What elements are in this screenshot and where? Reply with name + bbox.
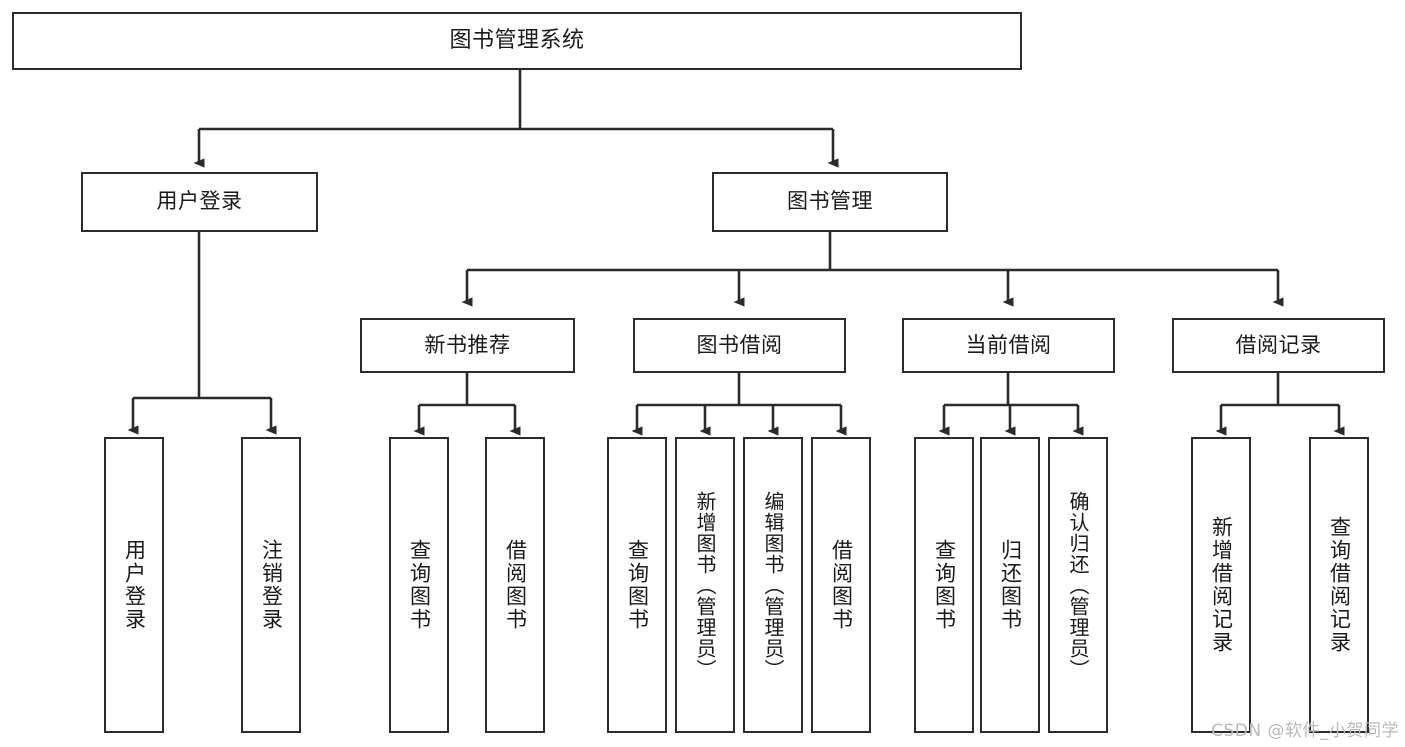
leaf-book-borrow-query[interactable]: 查询图书 [607, 437, 667, 733]
node-borrow-record[interactable]: 借阅记录 [1172, 318, 1385, 373]
leaf-book-borrow-add-admin[interactable]: 新增图书（管理员） [675, 437, 735, 733]
leaf-borrow-record-add[interactable]: 新增借阅记录 [1191, 437, 1251, 733]
leaf-current-borrow-confirm-admin[interactable]: 确认归还（管理员） [1048, 437, 1108, 733]
node-label: 新增图书（管理员） [693, 490, 717, 680]
node-label: 新增借阅记录 [1209, 516, 1234, 654]
node-root-system[interactable]: 图书管理系统 [12, 12, 1022, 70]
node-label: 用户登录 [122, 539, 147, 631]
node-label: 编辑图书（管理员） [761, 490, 785, 680]
node-label: 查询图书 [625, 539, 650, 631]
node-book-manage[interactable]: 图书管理 [712, 172, 948, 232]
node-label: 用户登录 [156, 189, 243, 214]
node-current-borrow[interactable]: 当前借阅 [902, 318, 1115, 373]
node-label: 注销登录 [259, 539, 284, 631]
leaf-new-book-borrow[interactable]: 借阅图书 [485, 437, 545, 733]
node-label: 图书管理系统 [449, 27, 585, 53]
leaf-book-borrow-edit-admin[interactable]: 编辑图书（管理员） [743, 437, 803, 733]
node-label: 新书推荐 [424, 332, 511, 357]
node-label: 借阅图书 [829, 539, 854, 631]
node-label: 查询借阅记录 [1327, 516, 1352, 654]
leaf-borrow-record-query[interactable]: 查询借阅记录 [1309, 437, 1369, 733]
node-new-book-recommend[interactable]: 新书推荐 [360, 318, 575, 373]
leaf-user-login-signout[interactable]: 注销登录 [241, 437, 301, 733]
node-label: 当前借阅 [965, 332, 1052, 357]
watermark-text: CSDN @软件_小贺同学 [1211, 721, 1399, 741]
node-label: 查询图书 [932, 539, 957, 631]
node-label: 查询图书 [407, 539, 432, 631]
leaf-user-login-signin[interactable]: 用户登录 [104, 437, 164, 733]
node-user-login[interactable]: 用户登录 [81, 172, 318, 232]
leaf-current-borrow-return[interactable]: 归还图书 [980, 437, 1040, 733]
node-label: 归还图书 [998, 539, 1023, 631]
node-label: 借阅图书 [503, 539, 528, 631]
node-book-borrow[interactable]: 图书借阅 [633, 318, 846, 373]
node-label: 确认归还（管理员） [1066, 490, 1090, 680]
leaf-new-book-query[interactable]: 查询图书 [389, 437, 449, 733]
node-label: 借阅记录 [1235, 332, 1322, 357]
leaf-book-borrow-borrow[interactable]: 借阅图书 [811, 437, 871, 733]
node-label: 图书管理 [787, 189, 873, 214]
node-label: 图书借阅 [696, 332, 783, 357]
leaf-current-borrow-query[interactable]: 查询图书 [914, 437, 974, 733]
